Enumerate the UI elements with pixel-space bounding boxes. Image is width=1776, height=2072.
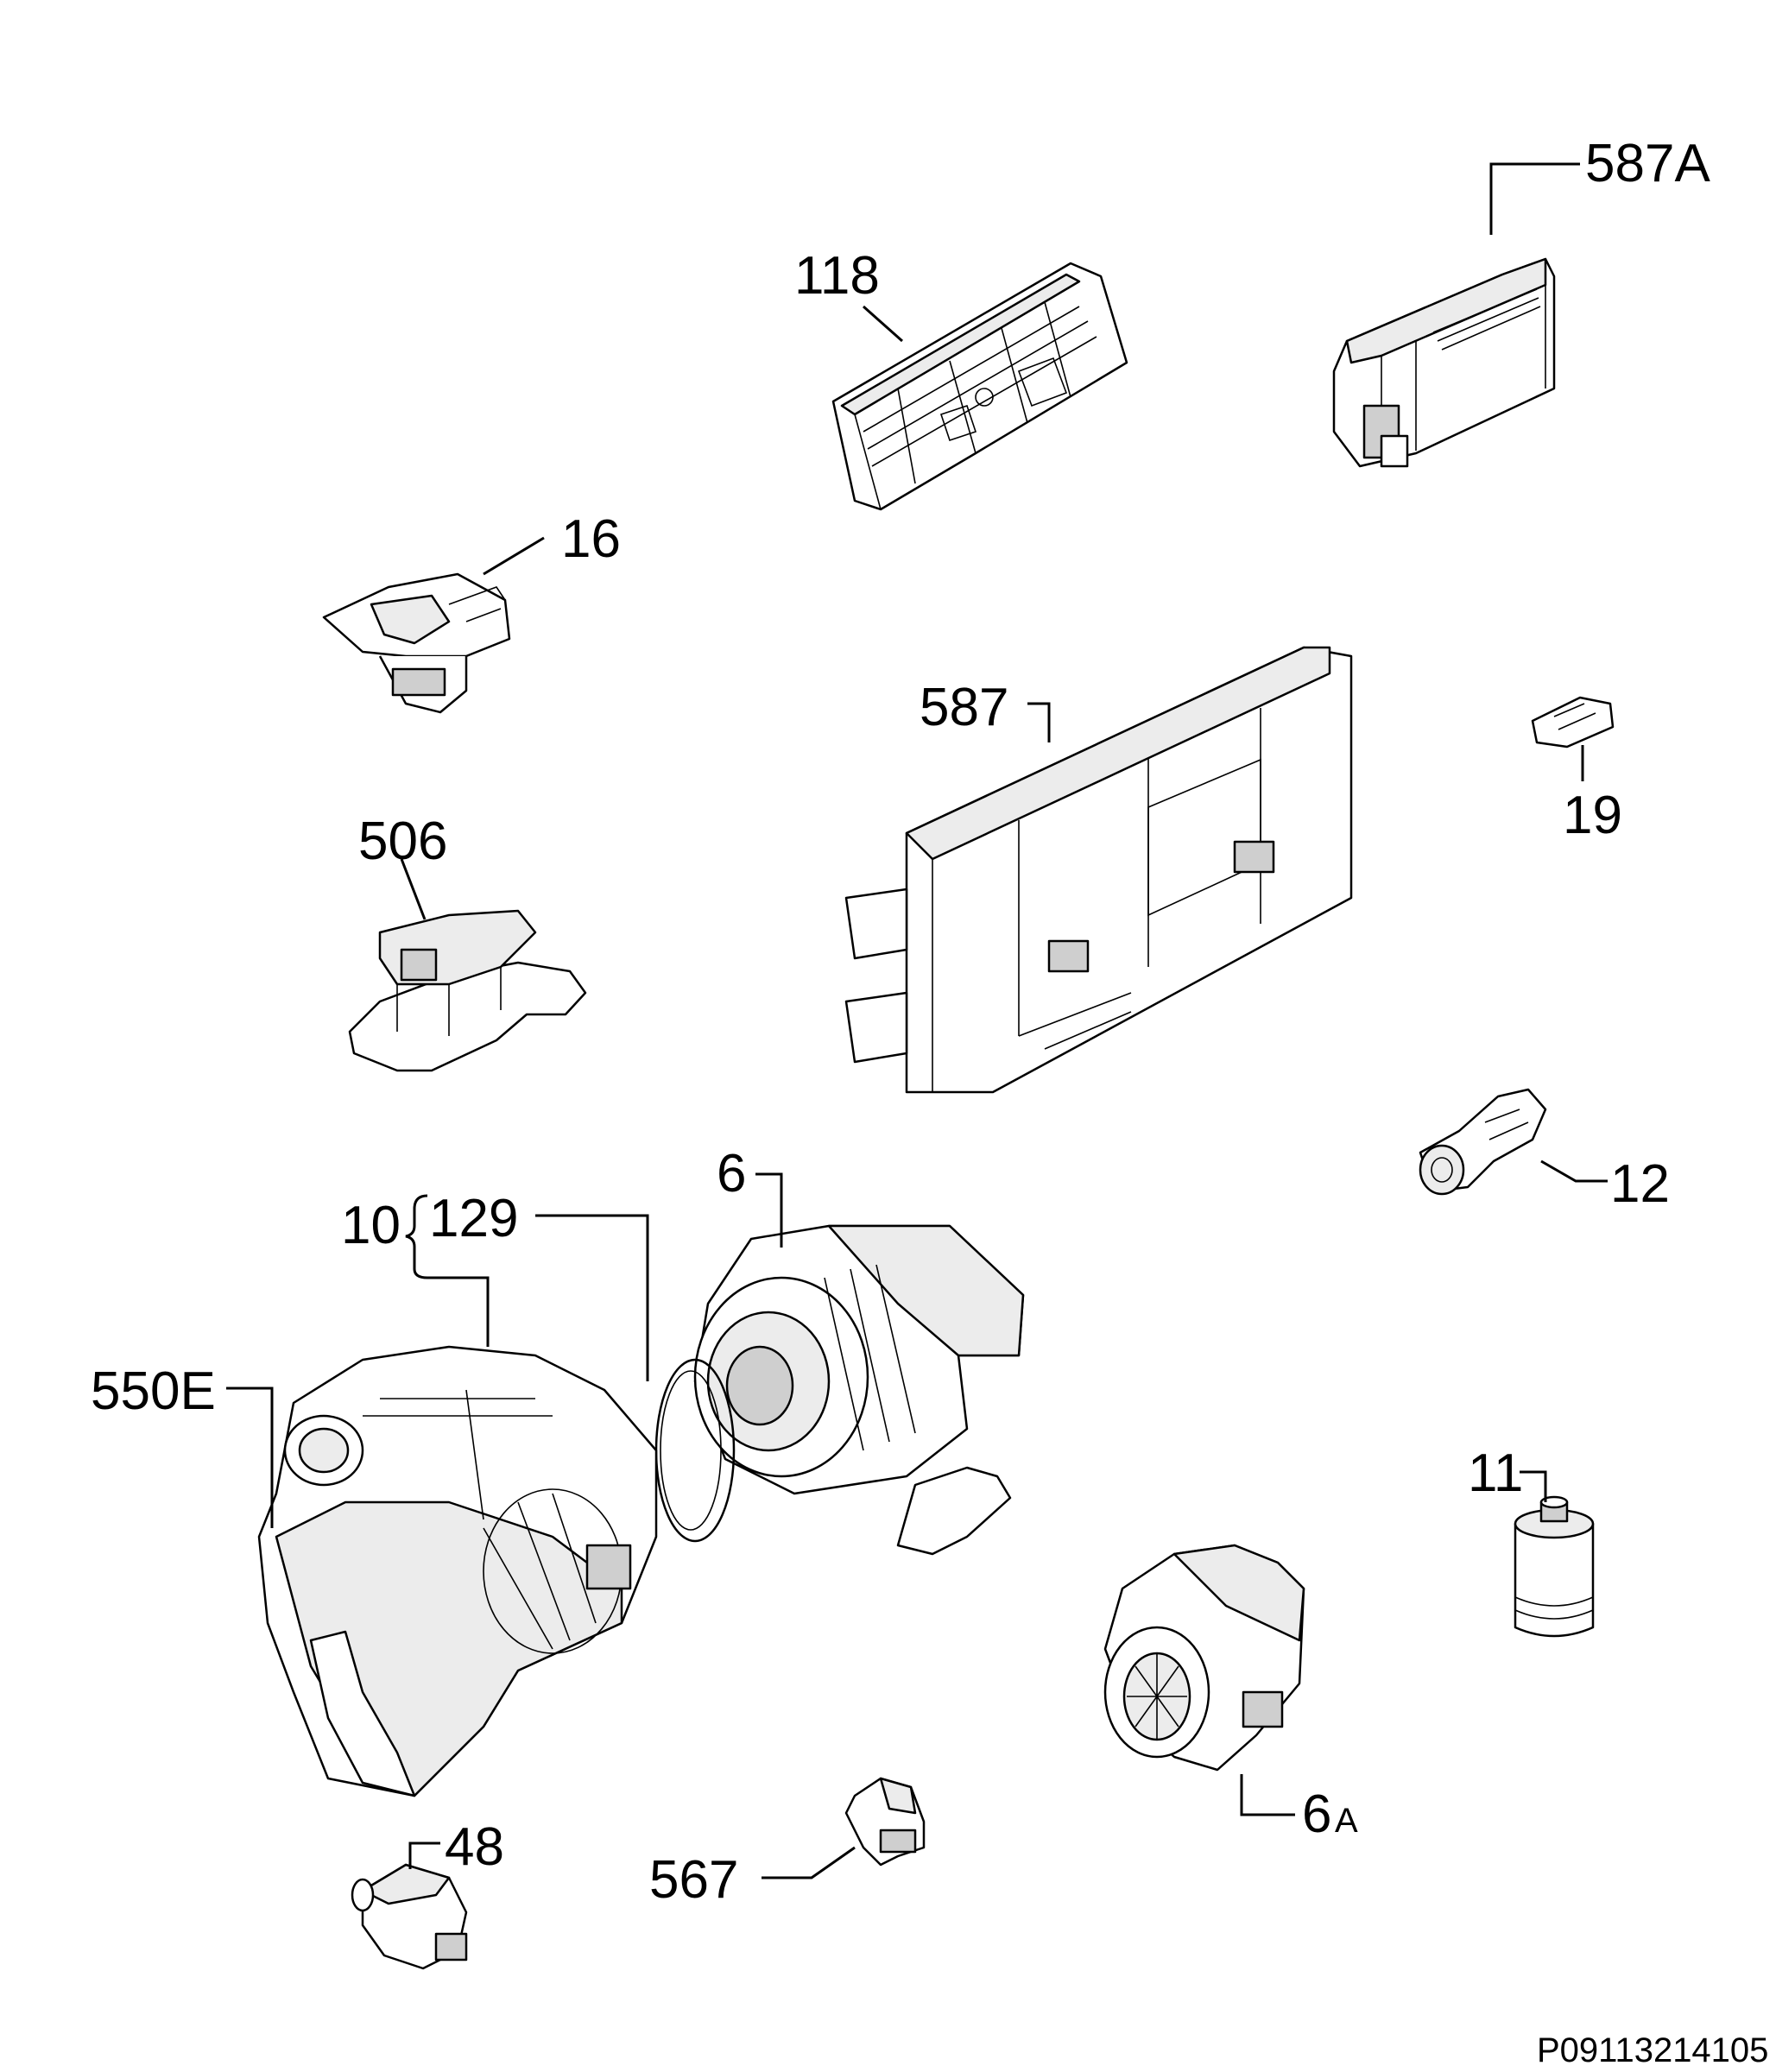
leader-48 — [408, 1841, 440, 1869]
label-118: 118 — [794, 246, 880, 306]
part-587a[interactable] — [1332, 257, 1556, 468]
label-587a: 587A — [1585, 134, 1710, 193]
label-16: 16 — [561, 509, 621, 569]
leader-16 — [483, 536, 545, 576]
label-506: 506 — [358, 812, 447, 871]
part-587[interactable] — [844, 646, 1353, 1094]
drawing-code: P09113214105 — [1537, 2031, 1768, 2069]
leader-587 — [1027, 702, 1051, 742]
leader-506 — [400, 858, 427, 920]
leader-11 — [1520, 1470, 1547, 1502]
part-12[interactable] — [1419, 1088, 1547, 1196]
label-10: 10 — [341, 1196, 401, 1255]
leader-567 — [762, 1846, 856, 1879]
part-567[interactable] — [844, 1777, 926, 1867]
label-567: 567 — [649, 1850, 738, 1910]
part-6a[interactable] — [1103, 1544, 1305, 1772]
leader-118 — [863, 305, 903, 343]
part-118[interactable] — [831, 262, 1128, 511]
label-12: 12 — [1610, 1154, 1670, 1214]
part-6[interactable] — [693, 1224, 1025, 1556]
label-19: 19 — [1563, 786, 1622, 845]
leader-550e — [226, 1387, 274, 1528]
brace-10 — [405, 1194, 490, 1347]
label-129: 129 — [429, 1189, 518, 1248]
leader-12 — [1540, 1159, 1608, 1183]
label-11: 11 — [1468, 1443, 1523, 1503]
label-6: 6 — [717, 1144, 746, 1203]
part-506[interactable] — [348, 909, 587, 1072]
part-19[interactable] — [1531, 696, 1615, 749]
label-6a-number: 6 — [1302, 1785, 1331, 1844]
label-587: 587 — [920, 678, 1008, 737]
label-48: 48 — [445, 1817, 504, 1877]
part-11[interactable] — [1514, 1495, 1595, 1638]
part-48[interactable] — [351, 1863, 468, 1970]
leader-129 — [535, 1214, 649, 1381]
leader-587a — [1489, 162, 1580, 235]
label-6a-letter: A — [1335, 1802, 1358, 1840]
label-550e: 550E — [91, 1361, 216, 1421]
part-16[interactable] — [322, 572, 511, 714]
leader-6a — [1240, 1774, 1295, 1816]
part-550e[interactable] — [257, 1345, 658, 1797]
leader-6 — [755, 1172, 783, 1248]
